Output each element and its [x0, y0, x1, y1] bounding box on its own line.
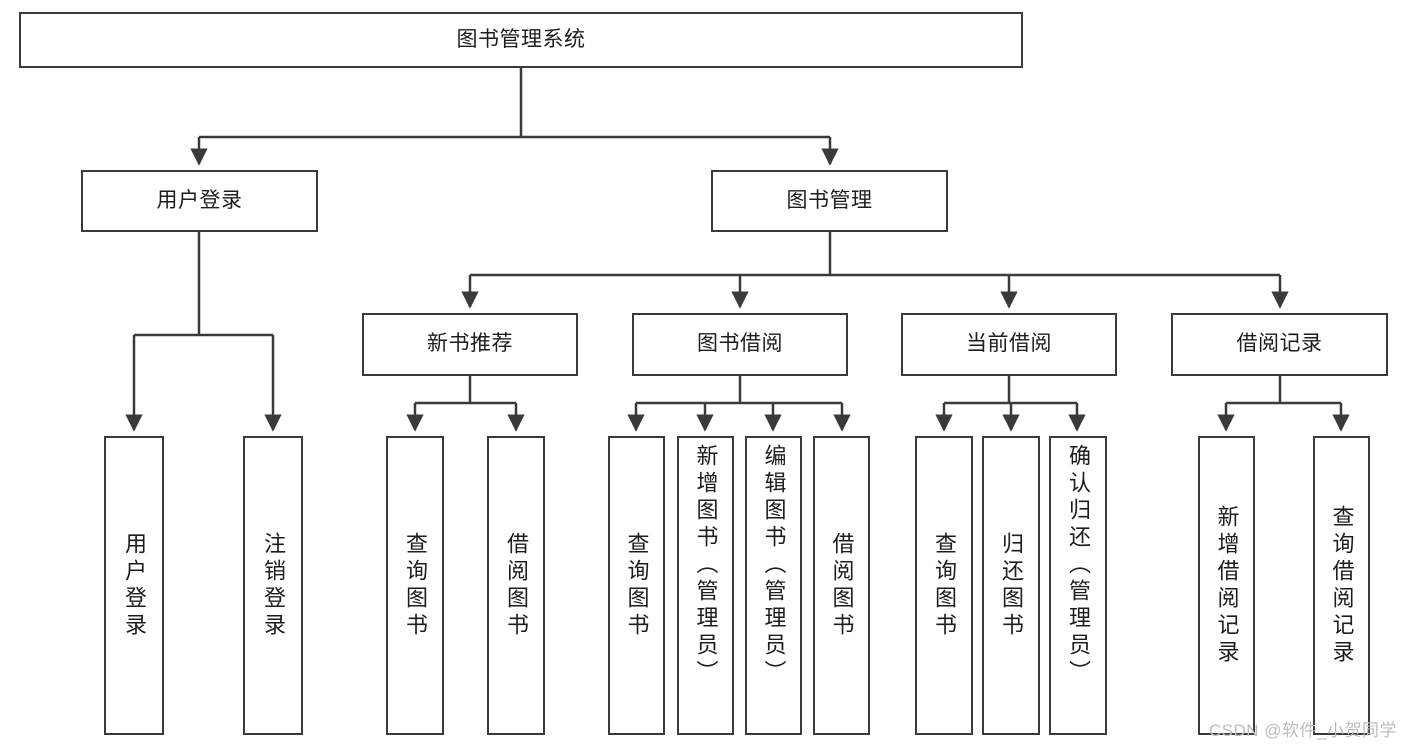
node-label: 归还图书	[999, 531, 1024, 640]
node-label: 注销登录	[261, 531, 286, 640]
leaf-edit-book[interactable]: 编辑图书（管理员）	[745, 436, 802, 735]
node-book-management[interactable]: 图书管理	[711, 170, 948, 232]
node-new-book-recommend[interactable]: 新书推荐	[362, 313, 578, 376]
leaf-query-book-recommend[interactable]: 查询图书	[386, 436, 444, 735]
watermark-text: CSDN @软件_小贺同学	[1208, 721, 1397, 740]
node-label: 编辑图书（管理员）	[761, 444, 787, 687]
node-label: 查询图书	[624, 531, 650, 640]
leaf-query-book-current[interactable]: 查询图书	[915, 436, 973, 735]
leaf-add-book[interactable]: 新增图书（管理员）	[677, 436, 734, 735]
node-label: 新增借阅记录	[1214, 504, 1240, 667]
node-label: 确认归还（管理员）	[1066, 444, 1091, 687]
leaf-confirm-return[interactable]: 确认归还（管理员）	[1049, 436, 1107, 735]
leaf-borrow-book-recommend[interactable]: 借阅图书	[487, 436, 545, 735]
node-current-borrow[interactable]: 当前借阅	[901, 313, 1117, 376]
node-user-login[interactable]: 用户登录	[81, 170, 318, 232]
node-label: 查询借阅记录	[1329, 504, 1355, 667]
node-label: 查询图书	[403, 531, 428, 640]
node-label: 用户登录	[122, 531, 147, 640]
leaf-user-login[interactable]: 用户登录	[104, 436, 164, 735]
leaf-logout-login[interactable]: 注销登录	[243, 436, 303, 735]
node-book-borrow[interactable]: 图书借阅	[632, 313, 848, 376]
node-label: 借阅图书	[829, 531, 855, 640]
node-label: 查询图书	[932, 531, 957, 640]
leaf-return-book[interactable]: 归还图书	[982, 436, 1040, 735]
node-label: 新增图书（管理员）	[693, 444, 719, 687]
node-label: 新书推荐	[427, 332, 513, 356]
node-borrow-record[interactable]: 借阅记录	[1171, 313, 1388, 376]
node-label: 图书借阅	[697, 332, 783, 356]
leaf-borrow-book-borrow[interactable]: 借阅图书	[813, 436, 870, 735]
node-label: 用户登录	[156, 188, 243, 212]
node-label: 当前借阅	[966, 332, 1052, 356]
node-root-system[interactable]: 图书管理系统	[19, 12, 1023, 68]
leaf-query-borrow-record[interactable]: 查询借阅记录	[1313, 436, 1370, 735]
node-label: 借阅图书	[504, 531, 529, 640]
node-label: 图书管理	[786, 188, 873, 212]
node-label: 图书管理系统	[456, 27, 586, 51]
leaf-add-borrow-record[interactable]: 新增借阅记录	[1198, 436, 1255, 735]
leaf-query-book-borrow[interactable]: 查询图书	[608, 436, 665, 735]
node-label: 借阅记录	[1236, 332, 1323, 356]
